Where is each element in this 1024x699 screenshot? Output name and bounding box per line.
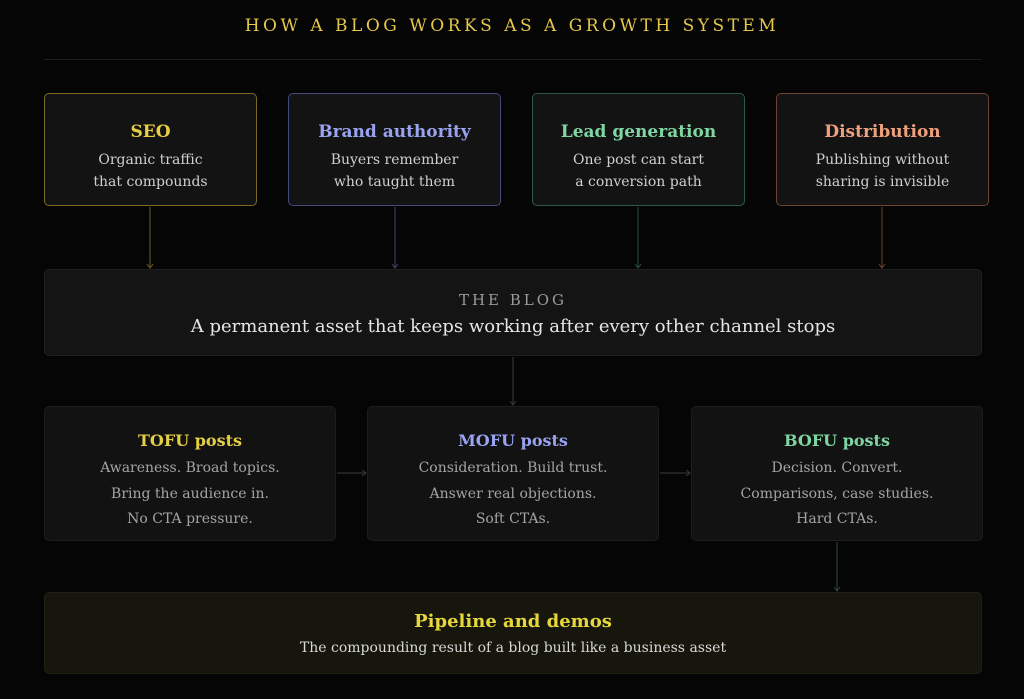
pillar-line: Publishing without: [815, 152, 950, 168]
stage-description: Awareness. Broad topics. Bring the audie…: [45, 456, 335, 533]
pillar-card-lead-generation: Lead generation One post can start a con…: [532, 93, 745, 206]
stage-title: MOFU posts: [458, 431, 568, 450]
stage-description: Consideration. Build trust. Answer real …: [368, 456, 658, 533]
pillar-line: that compounds: [93, 174, 208, 190]
arrowhead-seo: [146, 263, 154, 269]
pillar-line: sharing is invisible: [815, 174, 950, 190]
result-card: Pipeline and demos The compounding resul…: [44, 592, 982, 674]
arrowhead-lead: [634, 263, 642, 269]
arrowhead-blog-to-stages: [509, 400, 517, 406]
pillar-line: Organic traffic: [98, 152, 203, 168]
pillar-to-blog-connectors: [146, 207, 886, 269]
pillar-title: Lead generation: [560, 122, 717, 142]
blog-card: THE BLOG A permanent asset that keeps wo…: [44, 269, 982, 356]
title-divider: [44, 59, 982, 60]
stage-card-bofu: BOFU posts Decision. Convert. Comparison…: [691, 406, 983, 541]
arrowhead-tofu-to-mofu: [361, 469, 367, 477]
pillar-description: Publishing without sharing is invisible: [777, 149, 988, 193]
stage-line: Consideration. Build trust.: [418, 460, 608, 476]
result-title: Pipeline and demos: [414, 611, 612, 632]
stage-line: Answer real objections.: [429, 485, 597, 502]
pillar-description: Organic traffic that compounds: [45, 149, 256, 193]
stage-line: No CTA pressure.: [127, 511, 253, 527]
arrowhead-brand: [391, 263, 399, 269]
stage-description: Decision. Convert. Comparisons, case stu…: [692, 456, 982, 533]
arrowhead-mofu-to-bofu: [685, 469, 691, 477]
pillar-line: One post can start: [572, 152, 704, 168]
stage-line: Decision. Convert.: [771, 460, 903, 476]
pillar-line: Buyers remember: [330, 152, 459, 168]
arrowhead-bofu-to-result: [833, 586, 841, 592]
pillar-card-distribution: Distribution Publishing without sharing …: [776, 93, 989, 206]
pillar-description: Buyers remember who taught them: [289, 149, 500, 193]
blog-description: A permanent asset that keeps working aft…: [190, 316, 836, 337]
pillar-card-seo: SEO Organic traffic that compounds: [44, 93, 257, 206]
stage-card-tofu: TOFU posts Awareness. Broad topics. Brin…: [44, 406, 336, 541]
result-description: The compounding result of a blog built l…: [299, 640, 727, 656]
stage-card-mofu: MOFU posts Consideration. Build trust. A…: [367, 406, 659, 541]
pillar-title: Brand authority: [318, 122, 471, 142]
stage-line: Soft CTAs.: [475, 511, 551, 527]
diagram-title: HOW A BLOG WORKS AS A GROWTH SYSTEM: [244, 16, 780, 36]
stage-line: Awareness. Broad topics.: [100, 460, 280, 476]
stage-line: Bring the audience in.: [111, 485, 269, 502]
pillar-title: SEO: [130, 122, 171, 142]
arrowhead-distribution: [878, 263, 886, 269]
pillar-card-brand-authority: Brand authority Buyers remember who taug…: [288, 93, 501, 206]
stage-line: Comparisons, case studies.: [740, 485, 934, 502]
stage-title: TOFU posts: [138, 431, 242, 450]
pillar-line: a conversion path: [575, 174, 702, 190]
blog-label: THE BLOG: [458, 291, 568, 309]
pillar-line: who taught them: [333, 174, 456, 190]
stage-line: Hard CTAs.: [796, 511, 878, 527]
stage-title: BOFU posts: [784, 431, 890, 450]
pillar-title: Distribution: [824, 122, 941, 142]
pillar-description: One post can start a conversion path: [533, 149, 744, 193]
